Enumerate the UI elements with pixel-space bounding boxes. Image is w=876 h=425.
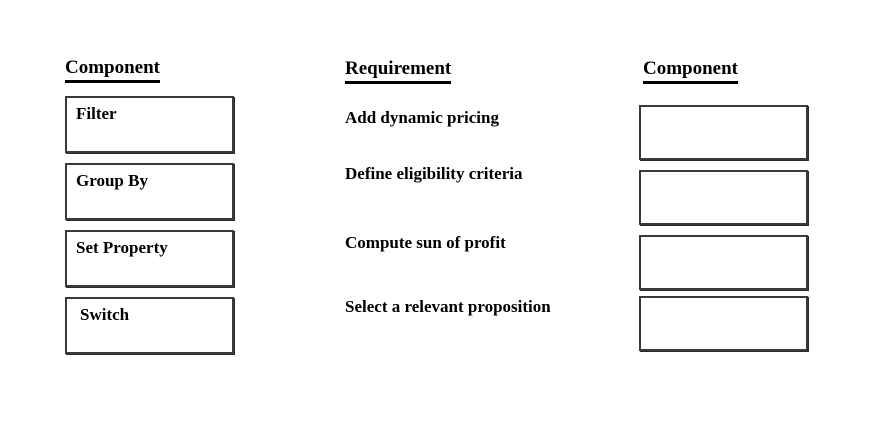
component-answer-box[interactable] [639, 170, 808, 225]
component-option-label: Group By [76, 171, 148, 190]
component-option-box[interactable]: Filter [65, 96, 234, 153]
requirement-text: Select a relevant proposition [345, 297, 551, 316]
column-header-component-right: Component [643, 59, 739, 84]
component-answer-box[interactable] [639, 235, 808, 290]
component-answer-box[interactable] [639, 105, 808, 160]
component-answer-box[interactable] [639, 296, 808, 351]
requirement-text: Define eligibility criteria [345, 164, 523, 183]
component-option-box[interactable]: Group By [65, 163, 234, 220]
component-option-box[interactable]: Switch [65, 297, 234, 354]
component-option-label: Set Property [76, 238, 168, 257]
requirement-text: Add dynamic pricing [345, 108, 499, 127]
requirement-text: Compute sun of profit [345, 233, 506, 252]
column-header-component-left: Component [65, 58, 161, 83]
component-option-label: Filter [76, 104, 117, 123]
component-option-label: Switch [80, 305, 130, 324]
component-option-box[interactable]: Set Property [65, 230, 234, 287]
column-header-requirement: Requirement [345, 59, 452, 84]
